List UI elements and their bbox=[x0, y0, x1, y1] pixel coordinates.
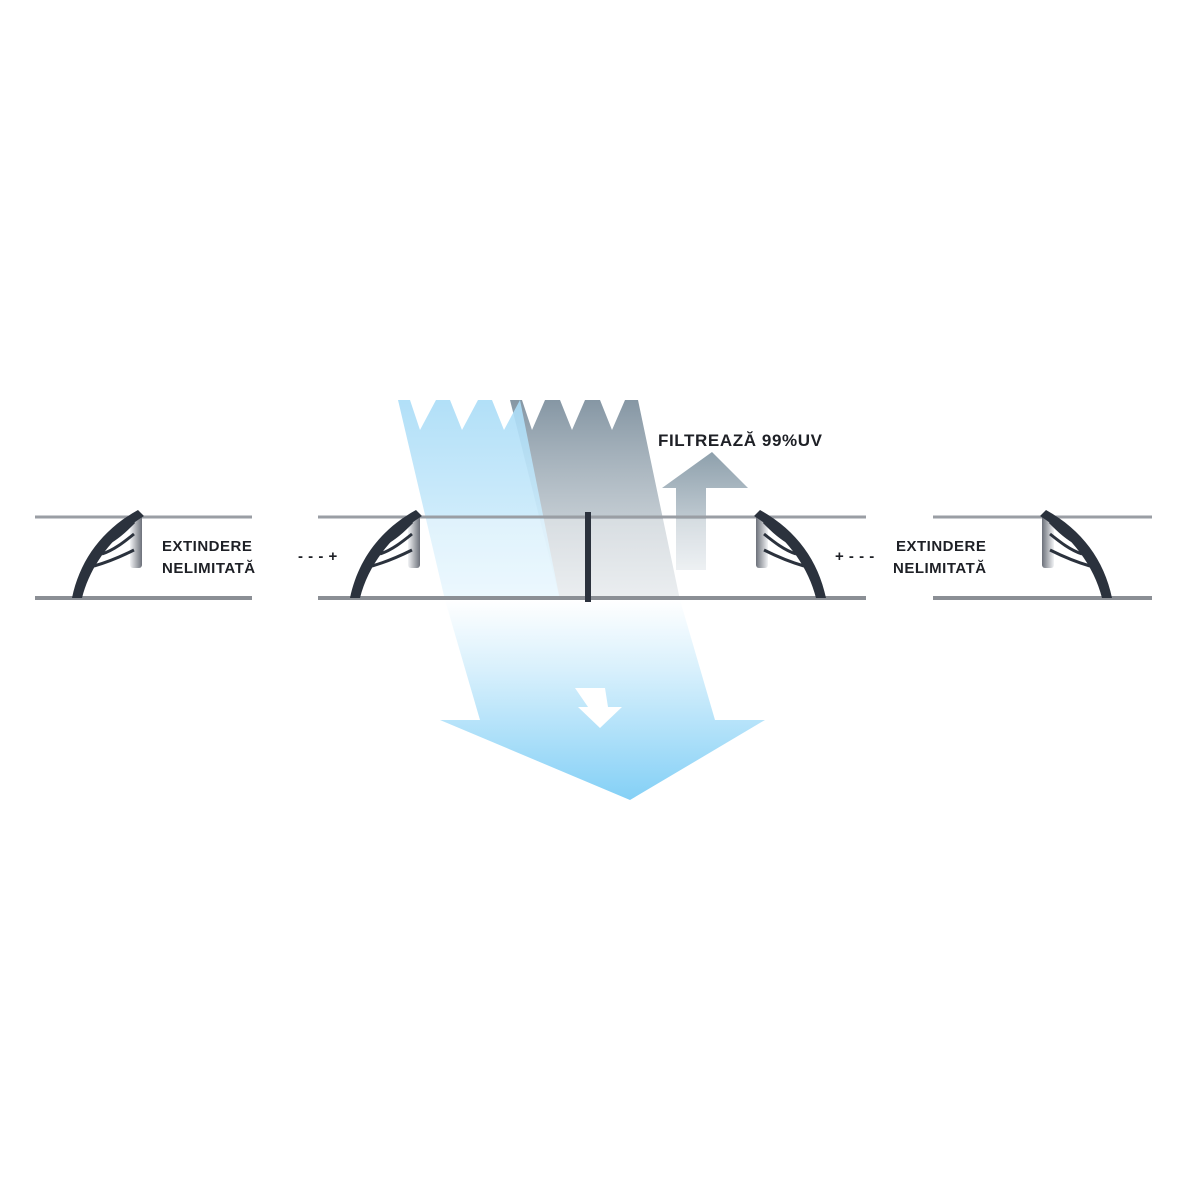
uv-ray-beam bbox=[510, 400, 680, 600]
right-extension-line1: EXTINDERE bbox=[896, 538, 986, 555]
left-extension-line1: EXTINDERE bbox=[162, 538, 252, 555]
left-extension-line2: NELIMITATĂ bbox=[162, 560, 256, 577]
center-post bbox=[585, 512, 591, 602]
small-down-arrow-icon bbox=[575, 688, 622, 728]
bracket-left-outer bbox=[70, 508, 146, 600]
right-extension-connector: + - - - bbox=[835, 548, 875, 565]
left-extension-connector: - - - + bbox=[298, 548, 338, 565]
sunlight-beam-upper bbox=[398, 400, 560, 600]
right-extension-line2: NELIMITATĂ bbox=[893, 560, 987, 577]
bracket-right-outer bbox=[1038, 508, 1114, 600]
uv-filter-label: FILTREAZĂ 99%UV bbox=[658, 431, 823, 450]
uv-reflect-arrow bbox=[662, 452, 748, 570]
